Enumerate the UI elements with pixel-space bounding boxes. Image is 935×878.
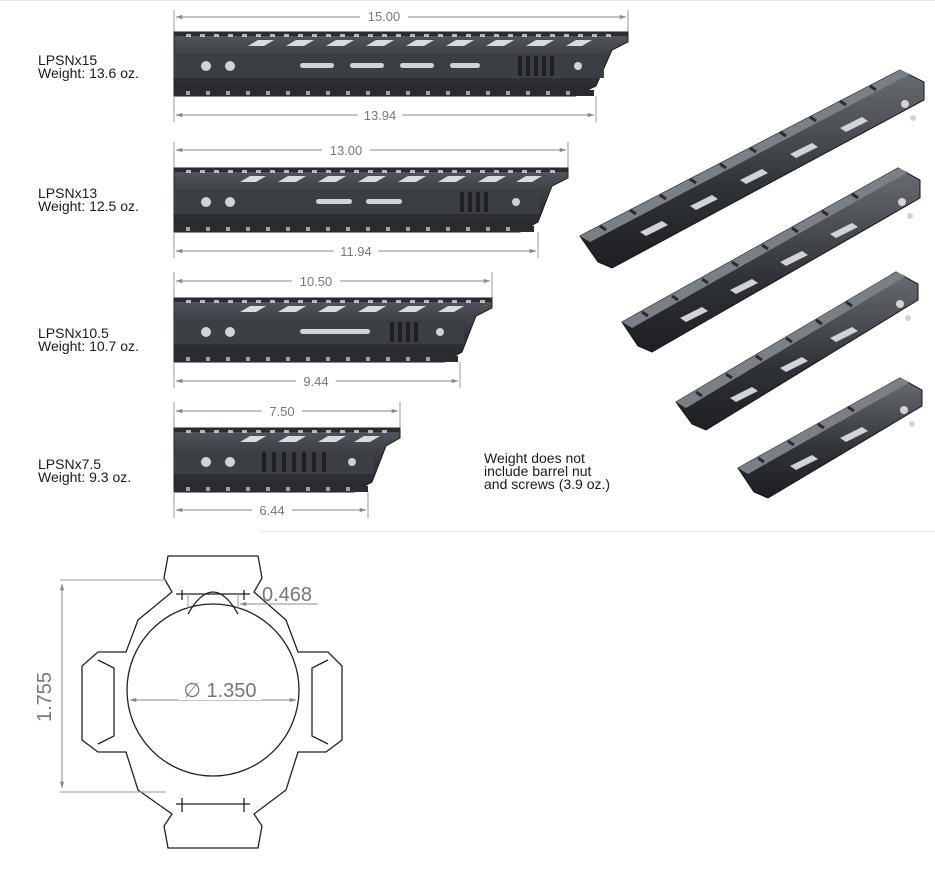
model-label-10-5: LPSNx10.5 Weight: 10.7 oz.: [38, 325, 139, 354]
dim-rail-10-5: 9.44: [303, 374, 328, 389]
model-name: LPSNx7.5: [38, 456, 102, 472]
dim-overall-10-5: 10.50: [300, 274, 333, 289]
dim-overall-13: 13.00: [330, 143, 363, 158]
dim-rail-13: 11.94: [340, 244, 372, 259]
model-name: LPSNx15: [38, 52, 98, 68]
model-weight: Weight: 13.6 oz.: [38, 65, 139, 81]
model-weight: Weight: 12.5 oz.: [38, 198, 139, 214]
dim-overall-15: 15.00: [368, 9, 401, 24]
model-name: LPSNx13: [38, 185, 98, 201]
handguard-iso-7-5: [737, 377, 923, 499]
model-weight: Weight: 10.7 oz.: [38, 338, 139, 354]
model-name: LPSNx10.5: [38, 325, 109, 341]
weight-note-line: Weight does not: [484, 450, 585, 466]
dim-height: 1.755: [34, 672, 56, 722]
model-label-13: LPSNx13 Weight: 12.5 oz.: [38, 185, 139, 214]
handguard-side-10-5: 10.50: [173, 272, 493, 389]
dim-rail-7-5: 6.44: [259, 503, 284, 518]
handguard-side-15: 15.00: [173, 9, 629, 123]
dim-slot-width: 0.468: [262, 584, 312, 606]
dim-overall-7-5: 7.50: [269, 404, 294, 419]
handguard-side-7-5: 7.50: [173, 402, 401, 518]
cross-section-dims: 1.755 0.468 ∅ 1.350: [34, 579, 318, 793]
weight-note-line: include barrel nut: [484, 463, 592, 479]
handguard-iso-15: [579, 69, 925, 269]
model-weight: Weight: 9.3 oz.: [38, 469, 132, 485]
model-label-7-5: LPSNx7.5 Weight: 9.3 oz.: [38, 456, 132, 485]
handguard-side-13: 13.00: [173, 142, 569, 259]
model-label-15: LPSNx15 Weight: 13.6 oz.: [38, 52, 139, 81]
weight-note: Weight does not include barrel nut and s…: [484, 450, 611, 492]
weight-note-line: and screws (3.9 oz.): [484, 476, 611, 492]
handguard-iso-13: [621, 167, 921, 353]
dim-rail-15: 13.94: [364, 108, 397, 123]
handguard-iso-10-5: [675, 271, 919, 431]
dim-bore-diameter: ∅ 1.350: [183, 680, 256, 702]
